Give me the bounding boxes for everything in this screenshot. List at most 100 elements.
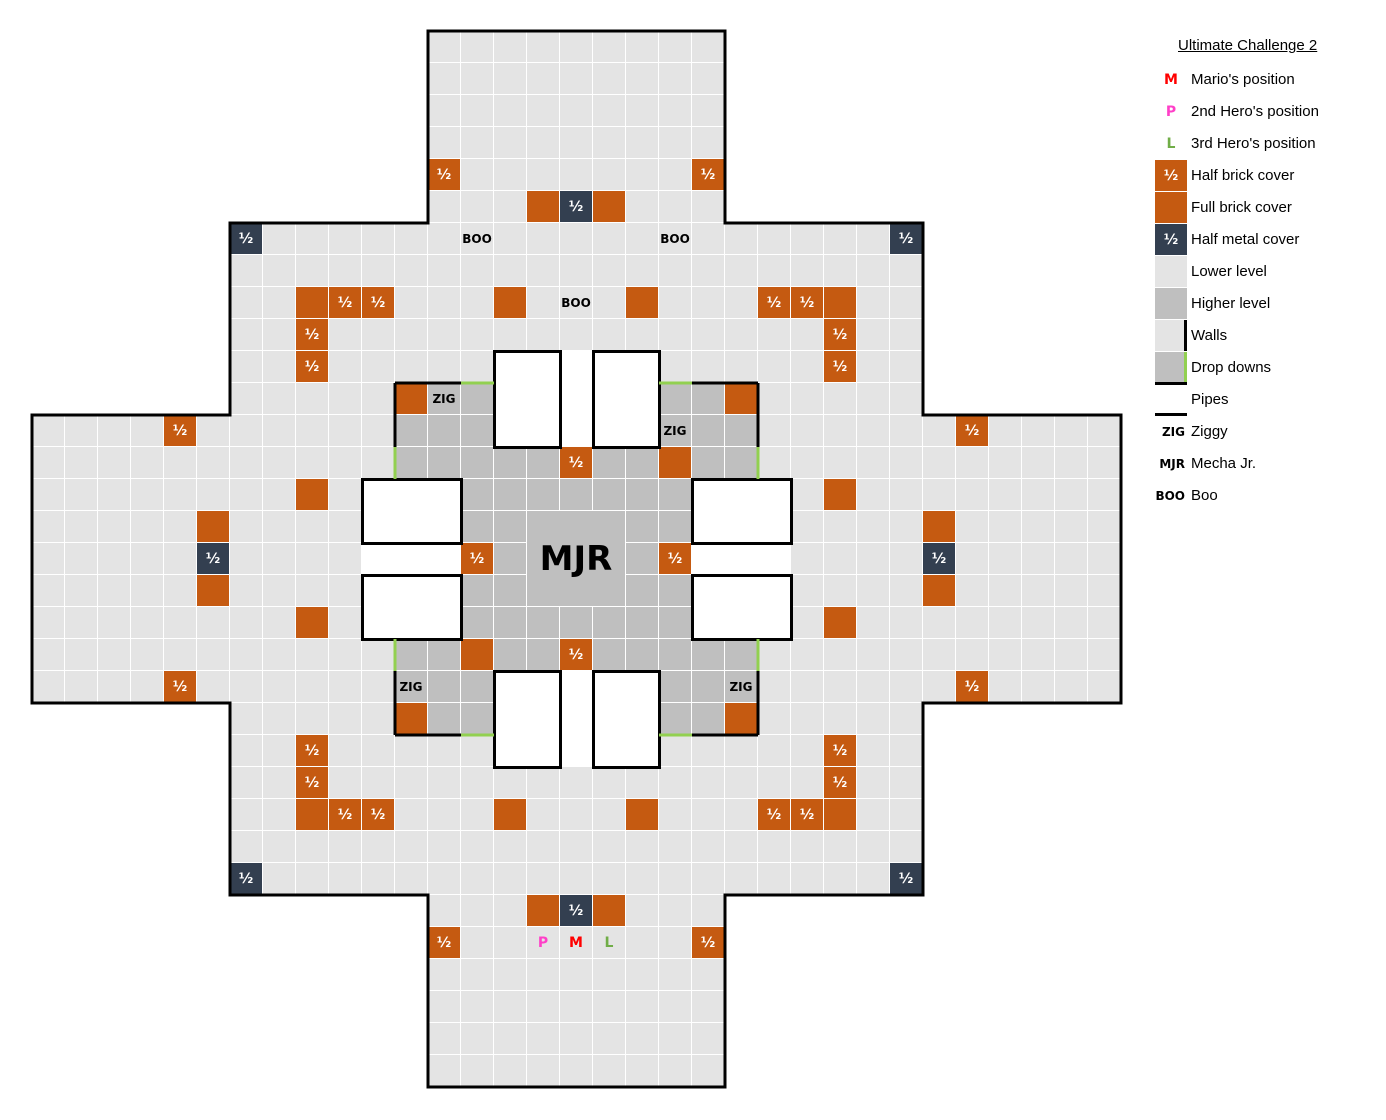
lower-level-tile[interactable] xyxy=(692,95,725,127)
lower-level-tile[interactable] xyxy=(890,383,923,415)
half-brick-cover[interactable]: ½ xyxy=(164,671,197,703)
lower-level-tile[interactable] xyxy=(230,703,263,735)
lower-level-tile[interactable] xyxy=(758,223,791,255)
full-brick-cover[interactable] xyxy=(725,383,758,415)
lower-level-tile[interactable] xyxy=(65,607,98,639)
lower-level-tile[interactable] xyxy=(989,511,1022,543)
lower-level-tile[interactable] xyxy=(1055,447,1088,479)
lower-level-tile[interactable] xyxy=(98,511,131,543)
lower-level-tile[interactable] xyxy=(593,863,626,895)
lower-level-tile[interactable] xyxy=(857,383,890,415)
lower-level-tile[interactable] xyxy=(692,351,725,383)
lower-level-tile[interactable] xyxy=(758,255,791,287)
full-brick-cover[interactable] xyxy=(296,479,329,511)
lower-level-tile[interactable] xyxy=(362,639,395,671)
lower-level-tile[interactable] xyxy=(164,607,197,639)
lower-level-tile[interactable] xyxy=(32,639,65,671)
lower-level-tile[interactable] xyxy=(659,95,692,127)
higher-level-tile[interactable] xyxy=(626,447,659,479)
full-brick-cover[interactable] xyxy=(395,383,428,415)
lower-level-tile[interactable] xyxy=(230,639,263,671)
half-metal-cover[interactable]: ½ xyxy=(923,543,956,575)
lower-level-tile[interactable] xyxy=(791,415,824,447)
lower-level-tile[interactable] xyxy=(659,863,692,895)
lower-level-tile[interactable] xyxy=(659,767,692,799)
higher-level-tile[interactable] xyxy=(626,479,659,511)
lower-level-tile[interactable] xyxy=(98,639,131,671)
lower-level-tile[interactable] xyxy=(329,255,362,287)
lower-level-tile[interactable] xyxy=(362,703,395,735)
lower-level-tile[interactable] xyxy=(527,831,560,863)
lower-level-tile[interactable] xyxy=(395,255,428,287)
lower-level-tile[interactable] xyxy=(857,671,890,703)
full-brick-cover[interactable] xyxy=(494,287,527,319)
lower-level-tile[interactable] xyxy=(461,95,494,127)
half-brick-cover[interactable]: ½ xyxy=(560,447,593,479)
lower-level-tile[interactable] xyxy=(593,767,626,799)
lower-level-tile[interactable] xyxy=(593,831,626,863)
lower-level-tile[interactable] xyxy=(329,831,362,863)
lower-level-tile[interactable] xyxy=(923,479,956,511)
lower-level-tile[interactable] xyxy=(692,255,725,287)
half-brick-cover[interactable]: ½ xyxy=(428,159,461,191)
lower-level-tile[interactable] xyxy=(494,223,527,255)
half-brick-cover[interactable]: ½ xyxy=(824,767,857,799)
lower-level-tile[interactable] xyxy=(626,927,659,959)
lower-level-tile[interactable] xyxy=(824,575,857,607)
lower-level-tile[interactable] xyxy=(791,511,824,543)
full-brick-cover[interactable] xyxy=(824,799,857,831)
higher-level-tile[interactable] xyxy=(626,511,659,543)
lower-level-tile[interactable] xyxy=(758,351,791,383)
lower-level-tile[interactable] xyxy=(527,1023,560,1055)
lower-level-tile[interactable] xyxy=(65,575,98,607)
lower-level-tile[interactable] xyxy=(725,319,758,351)
lower-level-tile[interactable] xyxy=(1088,543,1121,575)
lower-level-tile[interactable] xyxy=(461,319,494,351)
lower-level-tile[interactable] xyxy=(329,735,362,767)
full-brick-cover[interactable] xyxy=(461,639,494,671)
half-brick-cover[interactable]: ½ xyxy=(692,927,725,959)
lower-level-tile[interactable] xyxy=(527,95,560,127)
lower-level-tile[interactable] xyxy=(98,447,131,479)
lower-level-tile[interactable] xyxy=(329,351,362,383)
lower-level-tile[interactable] xyxy=(263,351,296,383)
higher-level-tile[interactable] xyxy=(692,703,725,735)
half-brick-cover[interactable]: ½ xyxy=(296,767,329,799)
higher-level-tile[interactable] xyxy=(692,639,725,671)
lower-level-tile[interactable] xyxy=(329,511,362,543)
lower-level-tile[interactable] xyxy=(131,447,164,479)
lower-level-tile[interactable] xyxy=(989,639,1022,671)
higher-level-tile[interactable] xyxy=(494,447,527,479)
higher-level-tile[interactable] xyxy=(725,415,758,447)
lower-level-tile[interactable] xyxy=(659,31,692,63)
lower-level-tile[interactable] xyxy=(1088,511,1121,543)
lower-level-tile[interactable] xyxy=(626,863,659,895)
lower-level-tile[interactable] xyxy=(197,607,230,639)
lower-level-tile[interactable] xyxy=(692,287,725,319)
lower-level-tile[interactable] xyxy=(494,95,527,127)
lower-level-tile[interactable] xyxy=(989,447,1022,479)
lower-level-tile[interactable] xyxy=(824,383,857,415)
lower-level-tile[interactable] xyxy=(692,319,725,351)
boo-marker[interactable]: BOO xyxy=(659,223,692,255)
lower-level-tile[interactable] xyxy=(230,287,263,319)
lower-level-tile[interactable] xyxy=(857,351,890,383)
lower-level-tile[interactable] xyxy=(329,703,362,735)
full-brick-cover[interactable] xyxy=(593,895,626,927)
higher-level-tile[interactable] xyxy=(494,479,527,511)
lower-level-tile[interactable] xyxy=(560,31,593,63)
lower-level-tile[interactable] xyxy=(824,223,857,255)
lower-level-tile[interactable] xyxy=(989,671,1022,703)
lower-level-tile[interactable] xyxy=(824,671,857,703)
lower-level-tile[interactable] xyxy=(65,671,98,703)
lower-level-tile[interactable] xyxy=(1055,543,1088,575)
lower-level-tile[interactable] xyxy=(692,767,725,799)
lower-level-tile[interactable] xyxy=(758,415,791,447)
lower-level-tile[interactable] xyxy=(98,607,131,639)
lower-level-tile[interactable] xyxy=(263,447,296,479)
full-brick-cover[interactable] xyxy=(197,511,230,543)
lower-level-tile[interactable] xyxy=(659,351,692,383)
lower-level-tile[interactable] xyxy=(560,799,593,831)
lower-level-tile[interactable] xyxy=(560,159,593,191)
lower-level-tile[interactable] xyxy=(65,511,98,543)
